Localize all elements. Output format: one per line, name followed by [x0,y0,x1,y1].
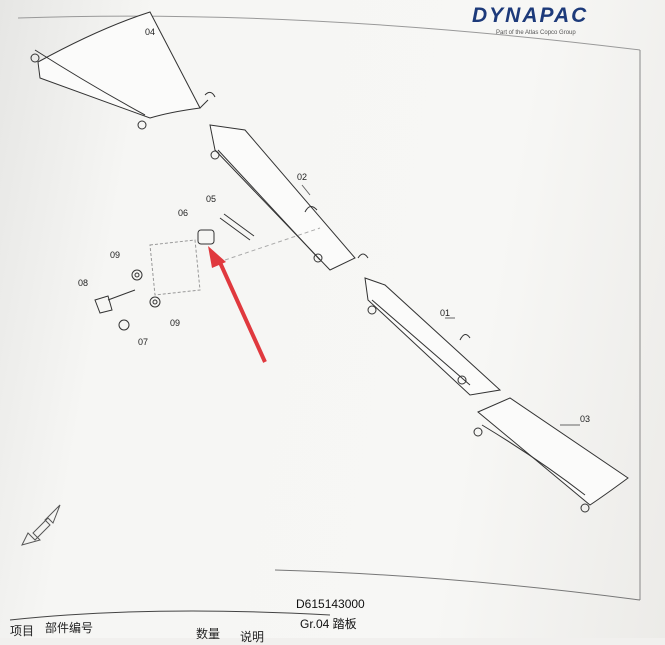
frame-line-bottom [274,569,641,601]
group-title: Gr.04 踏板 [300,617,357,631]
callout-09: 09 [170,318,181,328]
part-06 [197,229,215,245]
part-09-washer [149,296,161,308]
callout-05: 05 [206,194,217,204]
header-part-number: 部件编号 [45,621,94,635]
document-number: D615143000 [296,597,365,611]
callout-01: 01 [440,308,451,318]
part-05-pin [219,213,255,241]
frame-line-top [17,15,641,51]
part-08-bolt [94,289,136,314]
step-panel-01 [364,277,502,396]
orientation-arrow-icon [21,504,61,546]
header-item: 项目 [10,624,35,638]
step-panel-04 [37,11,201,119]
callout-07: 07 [138,337,149,347]
callout-03: 03 [580,414,591,424]
callout-08: 08 [78,278,89,288]
step-panel-02 [209,124,356,271]
part-09-washer [131,269,143,281]
red-pointer-arrowhead [208,246,226,268]
red-pointer-arrow [216,257,267,363]
callout-02: 02 [297,172,308,182]
header-quantity: 数量 [196,627,221,641]
callout-09: 09 [110,250,121,260]
table-header-line [9,610,331,621]
step-panel-03 [477,397,629,506]
header-description: 说明 [240,630,265,644]
part-07-nut [118,319,130,331]
callout-04: 04 [145,27,156,37]
brand-tagline: Part of the Atlas Copco Group [496,30,576,36]
brand-logo: DYNAPAC [472,4,589,27]
callout-06: 06 [178,208,189,218]
